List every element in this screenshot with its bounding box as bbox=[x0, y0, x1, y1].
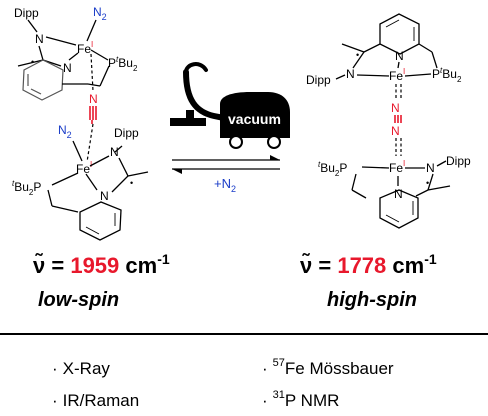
bond bbox=[17, 59, 44, 67]
technique-item: ·IR/Raman bbox=[52, 391, 139, 410]
bond bbox=[38, 45, 44, 61]
bond bbox=[397, 61, 400, 69]
bond bbox=[127, 171, 149, 177]
bond bbox=[72, 140, 83, 162]
n2-label-bottom-left: N2 bbox=[58, 123, 72, 140]
right-frequency: ν̃ = 1778 cm-1 bbox=[300, 251, 437, 278]
high-spin-dimer: N • N Dipp FeI PtBu2 N N FeI tBu2P N Dip… bbox=[306, 13, 471, 229]
right-spin-label: high-spin bbox=[327, 289, 417, 311]
phosphine-bottom-right: tBu2P bbox=[318, 160, 347, 178]
bond bbox=[351, 189, 367, 199]
bridging-n-lower: N bbox=[391, 124, 400, 138]
bond bbox=[356, 74, 390, 77]
left-frequency: ν̃ = 1959 cm-1 bbox=[33, 251, 170, 278]
pyridine-n-bottom-left: N bbox=[100, 189, 109, 203]
bond bbox=[111, 175, 129, 193]
bond bbox=[427, 185, 451, 191]
fe-label-bottom-left: FeI bbox=[76, 160, 92, 176]
pyridine-n-bottom-right: N bbox=[394, 187, 403, 201]
n2-addition-label: +N2 bbox=[214, 176, 236, 194]
pyridine-n-top-right: N bbox=[395, 49, 404, 63]
bond bbox=[427, 173, 434, 191]
bond bbox=[385, 19, 400, 28]
bond bbox=[99, 65, 110, 87]
bond bbox=[404, 73, 432, 77]
bond bbox=[118, 157, 129, 177]
bond bbox=[45, 36, 77, 46]
left-summary: ν̃ = 1959 cm-1 low-spin bbox=[33, 251, 170, 311]
dipp-label-top-left: Dipp bbox=[14, 6, 39, 20]
phosphine-top-right: PtBu2 bbox=[432, 66, 462, 84]
reverse-arrowhead bbox=[172, 169, 182, 174]
fe-label-bottom-right: FeI bbox=[389, 159, 405, 175]
bond bbox=[86, 19, 97, 42]
amide-n-top-right: N bbox=[346, 67, 355, 81]
forward-arrowhead bbox=[270, 155, 280, 160]
bond bbox=[335, 74, 346, 80]
radical-dot-top-right: • bbox=[356, 50, 359, 60]
bond bbox=[68, 52, 79, 61]
pyridine-n-top-left: N bbox=[63, 61, 72, 75]
phosphine-bottom-left: tBu2P bbox=[12, 179, 41, 197]
phosphine-top-left: PtBu2 bbox=[108, 55, 138, 73]
bond bbox=[363, 43, 381, 53]
bond bbox=[27, 19, 38, 33]
bond bbox=[87, 83, 101, 87]
pyridine-ring-top-left bbox=[22, 59, 64, 101]
bond bbox=[341, 43, 365, 53]
amide-n-top-left: N bbox=[35, 32, 44, 46]
dipp-label-bottom-right: Dipp bbox=[446, 154, 471, 168]
bond bbox=[436, 160, 447, 167]
bridging-n-top: N bbox=[89, 92, 98, 106]
equilibrium-arrow: vacuum +N2 bbox=[170, 62, 290, 194]
vacuum-label: vacuum bbox=[228, 111, 281, 127]
amide-n-bottom-left: N bbox=[110, 145, 119, 159]
bond bbox=[85, 226, 100, 235]
pyridine-ring-bottom-left bbox=[79, 201, 122, 241]
radical-dot-bottom-right: • bbox=[426, 178, 429, 188]
fe-label-top-right: FeI bbox=[389, 67, 405, 83]
bond bbox=[352, 51, 365, 69]
technique-item: ·31P NMR bbox=[262, 389, 339, 410]
techniques-list: ·X-Ray ·IR/Raman ·57Fe Mössbauer ·31P NM… bbox=[52, 357, 394, 410]
n2-label-top-left: N2 bbox=[93, 5, 107, 22]
dipp-label-bottom-left: Dipp bbox=[114, 126, 139, 140]
bond bbox=[418, 43, 433, 53]
bond bbox=[90, 53, 94, 92]
amide-n-bottom-right: N bbox=[426, 161, 435, 175]
bond bbox=[351, 173, 357, 191]
bond bbox=[85, 173, 98, 191]
bridging-n-upper: N bbox=[391, 101, 400, 115]
bond bbox=[415, 189, 429, 197]
vacuum-icon bbox=[170, 62, 290, 149]
technique-item: ·X-Ray bbox=[52, 359, 110, 378]
bond bbox=[51, 205, 79, 213]
bond bbox=[90, 49, 109, 61]
bond bbox=[30, 88, 42, 95]
left-spin-label: low-spin bbox=[38, 289, 119, 311]
pyridine-ring-bottom-right bbox=[379, 189, 419, 229]
technique-item: ·57Fe Mössbauer bbox=[262, 357, 394, 378]
radical-dot-bottom-left: • bbox=[130, 178, 133, 188]
bond bbox=[385, 214, 400, 223]
bond bbox=[114, 145, 123, 153]
bond bbox=[89, 155, 110, 167]
dipp-label-top-right: Dipp bbox=[306, 73, 331, 87]
right-summary: ν̃ = 1778 cm-1 high-spin bbox=[300, 251, 437, 311]
bond bbox=[361, 166, 390, 169]
bond bbox=[431, 51, 438, 69]
bond bbox=[51, 172, 79, 186]
fe-label-top-left: FeI bbox=[77, 40, 93, 56]
bond bbox=[47, 189, 53, 207]
pyridine-ring-top-right bbox=[379, 13, 420, 55]
bond bbox=[86, 123, 94, 163]
low-spin-dimer: Dipp N2 N FeI N PtBu2 • N N2 Dipp N FeI … bbox=[12, 5, 149, 241]
